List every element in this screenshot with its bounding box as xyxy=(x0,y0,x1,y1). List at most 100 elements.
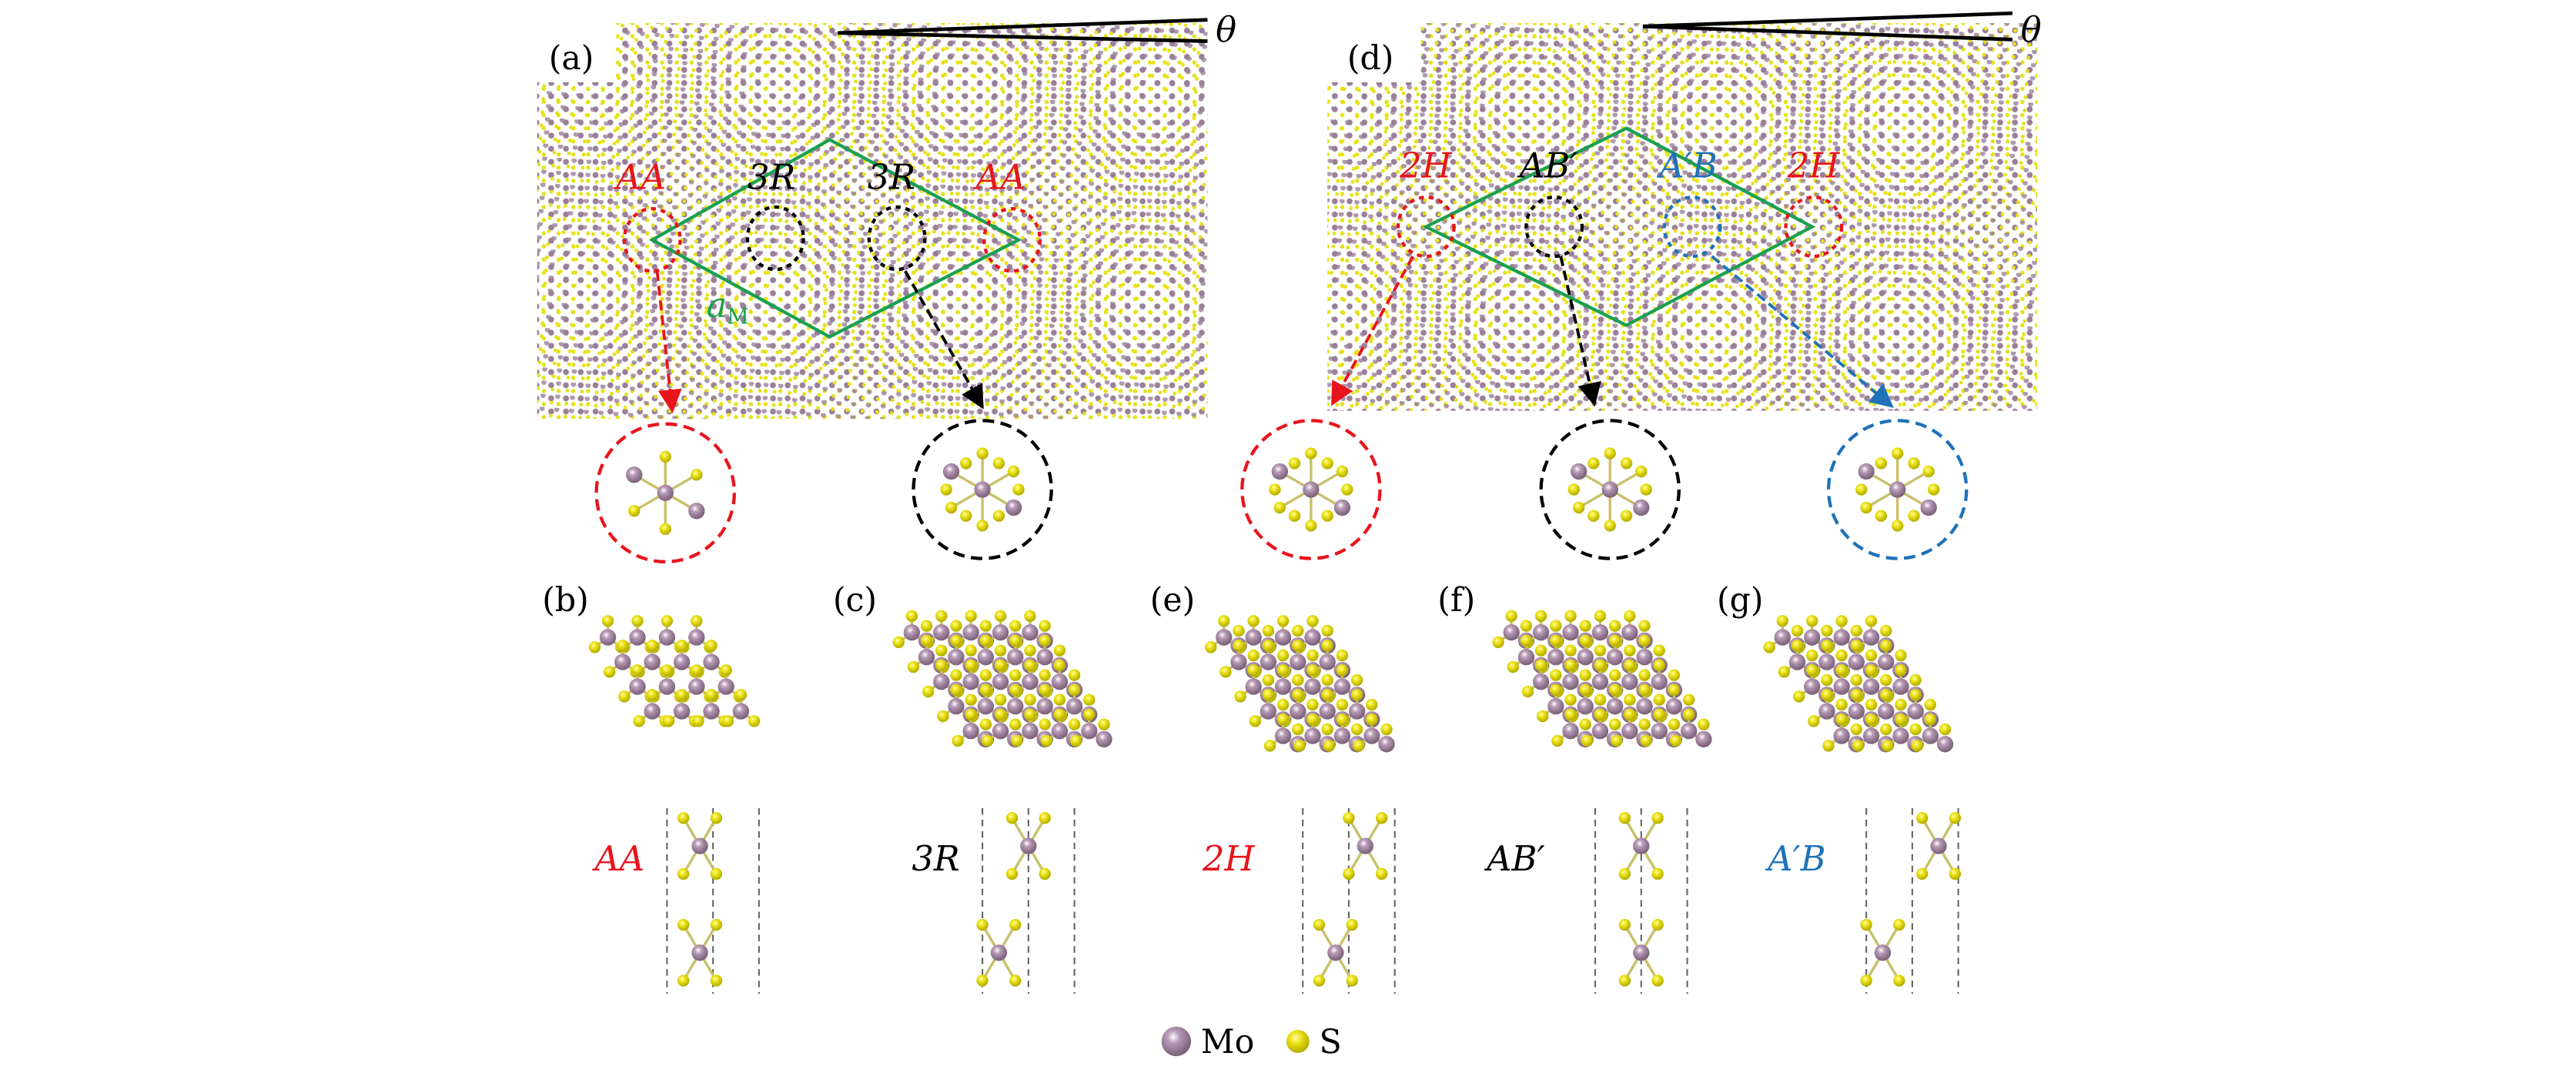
mo-atom xyxy=(1804,629,1821,646)
mo-atom xyxy=(1889,481,1906,498)
side-view xyxy=(666,808,760,994)
s-atom xyxy=(1895,698,1907,711)
panel-d-moire: θ (d) 2H AB′ A′B 2H xyxy=(1327,8,2042,411)
s-atom xyxy=(1852,740,1865,752)
s-atom xyxy=(1821,689,1833,701)
s-atom xyxy=(710,867,723,881)
s-atom xyxy=(1336,698,1349,711)
s-atom xyxy=(1594,693,1607,706)
stacking-label-a-prime-b: A′B xyxy=(1765,838,1825,879)
s-atom xyxy=(1305,520,1317,532)
s-atom xyxy=(1323,740,1336,752)
theta-lines xyxy=(838,18,1208,43)
stacking-panels: (b) (c) (e) (f) (g) AA 3R 2H AB′ A′B xyxy=(542,581,1825,879)
s-atom xyxy=(1778,666,1791,678)
mo-atom xyxy=(673,703,691,720)
s-atom xyxy=(979,683,992,697)
mo-atom xyxy=(688,629,705,646)
mo-atom xyxy=(1260,653,1277,670)
s-atom xyxy=(1850,624,1863,637)
region-label-3r: 3R xyxy=(748,157,795,198)
s-atom xyxy=(1024,610,1036,623)
mo-atom xyxy=(732,703,750,720)
s-atom xyxy=(1375,867,1388,881)
s-atom xyxy=(1070,734,1082,747)
s-atom xyxy=(1604,447,1616,459)
region-label-a-prime-b: A′B xyxy=(1656,145,1717,186)
mo-atom xyxy=(962,624,979,641)
s-atom xyxy=(994,693,1007,706)
s-atom-icon xyxy=(1286,1030,1310,1053)
side-view xyxy=(976,808,1076,994)
moire-length-label: aM xyxy=(707,285,749,329)
s-atom xyxy=(1669,734,1682,747)
mo-atom xyxy=(948,649,965,666)
s-atom xyxy=(1880,624,1892,637)
mo-atom xyxy=(657,484,674,501)
s-atom xyxy=(1668,718,1681,730)
s-atom xyxy=(994,708,1007,721)
top-view-lattice xyxy=(1205,615,1395,753)
s-atom xyxy=(1098,718,1110,730)
s-atom xyxy=(1860,501,1872,514)
s-atom xyxy=(1205,641,1217,653)
s-atom xyxy=(979,634,992,647)
s-atom xyxy=(979,620,992,632)
s-atom xyxy=(920,620,933,632)
arrow-ab-prime xyxy=(1559,256,1601,407)
mo-atom xyxy=(1695,730,1712,748)
mo-atom xyxy=(1862,678,1880,695)
s-atom xyxy=(1763,641,1775,653)
s-atom xyxy=(1806,649,1818,662)
s-atom xyxy=(1850,673,1863,687)
s-atom xyxy=(1249,715,1262,727)
s-atom xyxy=(1550,620,1562,632)
s-atom xyxy=(1288,510,1301,522)
top-view-lattice xyxy=(1492,610,1712,748)
mo-atom xyxy=(658,678,676,695)
mo-atom xyxy=(977,649,995,666)
s-atom xyxy=(1808,715,1820,727)
s-atom xyxy=(1882,740,1894,752)
mo-atom xyxy=(691,944,708,961)
s-atom xyxy=(646,640,658,652)
s-atom xyxy=(1908,510,1920,522)
s-atom xyxy=(604,666,616,678)
s-atom xyxy=(1594,659,1607,672)
s-atom xyxy=(1579,669,1591,681)
mo-atom xyxy=(992,624,1009,641)
s-atom xyxy=(1564,610,1577,623)
mo-atom xyxy=(1562,673,1579,690)
s-atom xyxy=(1053,659,1066,672)
mo-atom xyxy=(1601,481,1618,498)
mo-atom xyxy=(1051,673,1069,690)
s-atom xyxy=(1039,812,1051,824)
s-atom xyxy=(907,660,920,673)
mo-atom xyxy=(1621,673,1638,690)
zoomed-insets xyxy=(594,419,1969,564)
s-atom xyxy=(935,610,948,623)
s-atom xyxy=(1262,673,1275,687)
mo-atom xyxy=(1562,624,1579,641)
s-atom xyxy=(692,715,704,727)
theta-label: θ xyxy=(2021,8,2042,49)
mo-atom xyxy=(1651,673,1668,690)
s-atom xyxy=(1039,683,1051,697)
s-atom xyxy=(1821,640,1833,652)
s-atom xyxy=(1306,649,1319,662)
s-atom xyxy=(631,664,644,677)
mo-atom xyxy=(1633,944,1650,961)
arrow-a-prime-b xyxy=(1711,255,1894,409)
mo-atom xyxy=(1274,678,1292,695)
mo-atom xyxy=(1304,678,1321,695)
s-atom xyxy=(965,644,977,657)
s-atom xyxy=(1835,713,1848,726)
s-atom xyxy=(981,734,994,747)
s-atom xyxy=(1343,867,1355,881)
s-atom xyxy=(1293,740,1306,752)
s-atom xyxy=(1880,673,1892,687)
s-atom xyxy=(1039,867,1051,881)
s-atom xyxy=(1276,615,1290,627)
theta-lines xyxy=(1642,11,2013,42)
s-atom xyxy=(1009,918,1022,931)
